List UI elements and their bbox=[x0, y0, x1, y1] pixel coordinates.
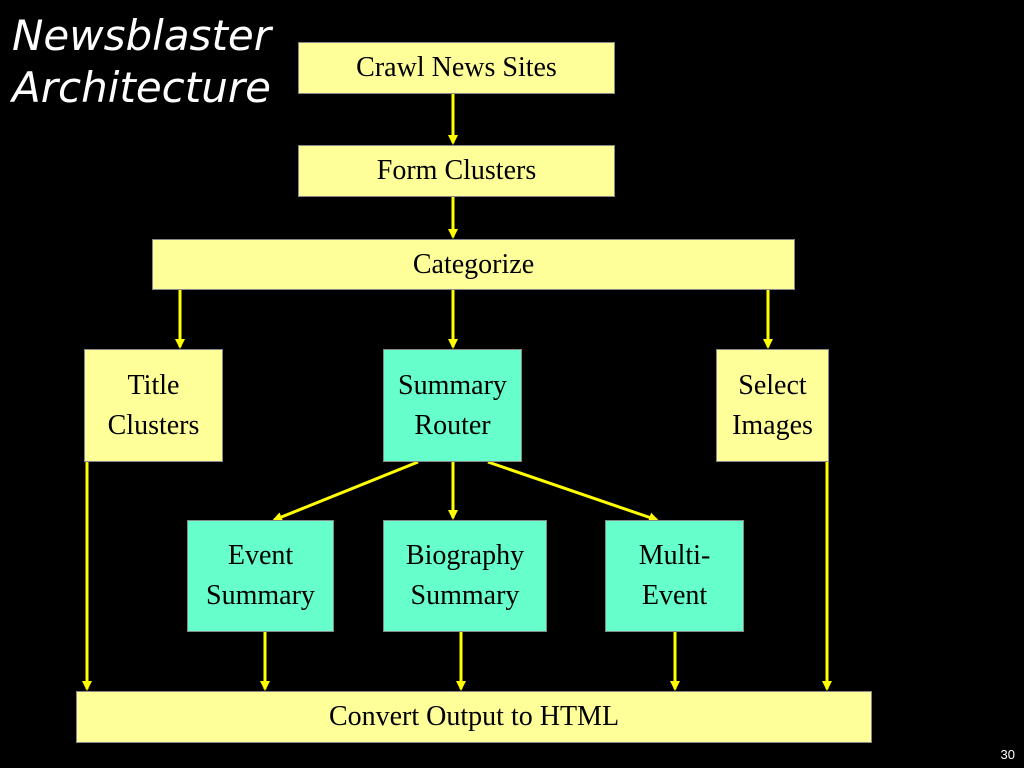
title-clusters-box: Title Clusters bbox=[84, 349, 223, 462]
summary-router-label-line2: Router bbox=[414, 409, 491, 441]
title-clusters-label-line2: Clusters bbox=[107, 409, 200, 441]
biography-summary-box: Biography Summary bbox=[383, 520, 547, 632]
event-summary-label-line1: Event bbox=[227, 540, 294, 571]
select-images-label-line2: Images bbox=[732, 409, 813, 441]
convert-output-box: Convert Output to HTML bbox=[76, 691, 872, 743]
select-images-box: Select Images bbox=[716, 349, 829, 462]
slide-title-line1: Newsblaster bbox=[12, 11, 272, 60]
multi-event-label-line2: Event bbox=[641, 580, 708, 611]
categorize-box: Categorize bbox=[152, 239, 795, 290]
title-clusters-label-line1: Title bbox=[127, 369, 180, 401]
categorize-label: Categorize bbox=[412, 248, 535, 280]
summary-router-label-line1: Summary bbox=[398, 369, 507, 401]
event-summary-label-line2: Summary bbox=[206, 580, 315, 611]
biography-summary-label-line1: Biography bbox=[405, 540, 525, 571]
arrow-router-to-event bbox=[272, 460, 419, 522]
arrow-router-to-multi-event bbox=[487, 460, 659, 523]
slide-title-line2: Architecture bbox=[12, 63, 271, 112]
crawl-news-sites-box: Crawl News Sites bbox=[298, 42, 615, 94]
form-clusters-box: Form Clusters bbox=[298, 145, 615, 197]
page-number: 30 bbox=[1000, 747, 1015, 762]
summary-router-box: Summary Router bbox=[383, 349, 522, 462]
biography-summary-label-line2: Summary bbox=[410, 580, 520, 611]
multi-event-box: Multi- Event bbox=[605, 520, 744, 632]
slide-title: Newsblaster Architecture bbox=[12, 10, 271, 114]
convert-output-label: Convert Output to HTML bbox=[328, 701, 620, 732]
event-summary-box: Event Summary bbox=[187, 520, 334, 632]
form-clusters-label: Form Clusters bbox=[376, 155, 537, 186]
crawl-news-sites-label: Crawl News Sites bbox=[356, 52, 557, 83]
multi-event-label-line1: Multi- bbox=[638, 540, 711, 571]
select-images-label-line1: Select bbox=[738, 369, 807, 401]
